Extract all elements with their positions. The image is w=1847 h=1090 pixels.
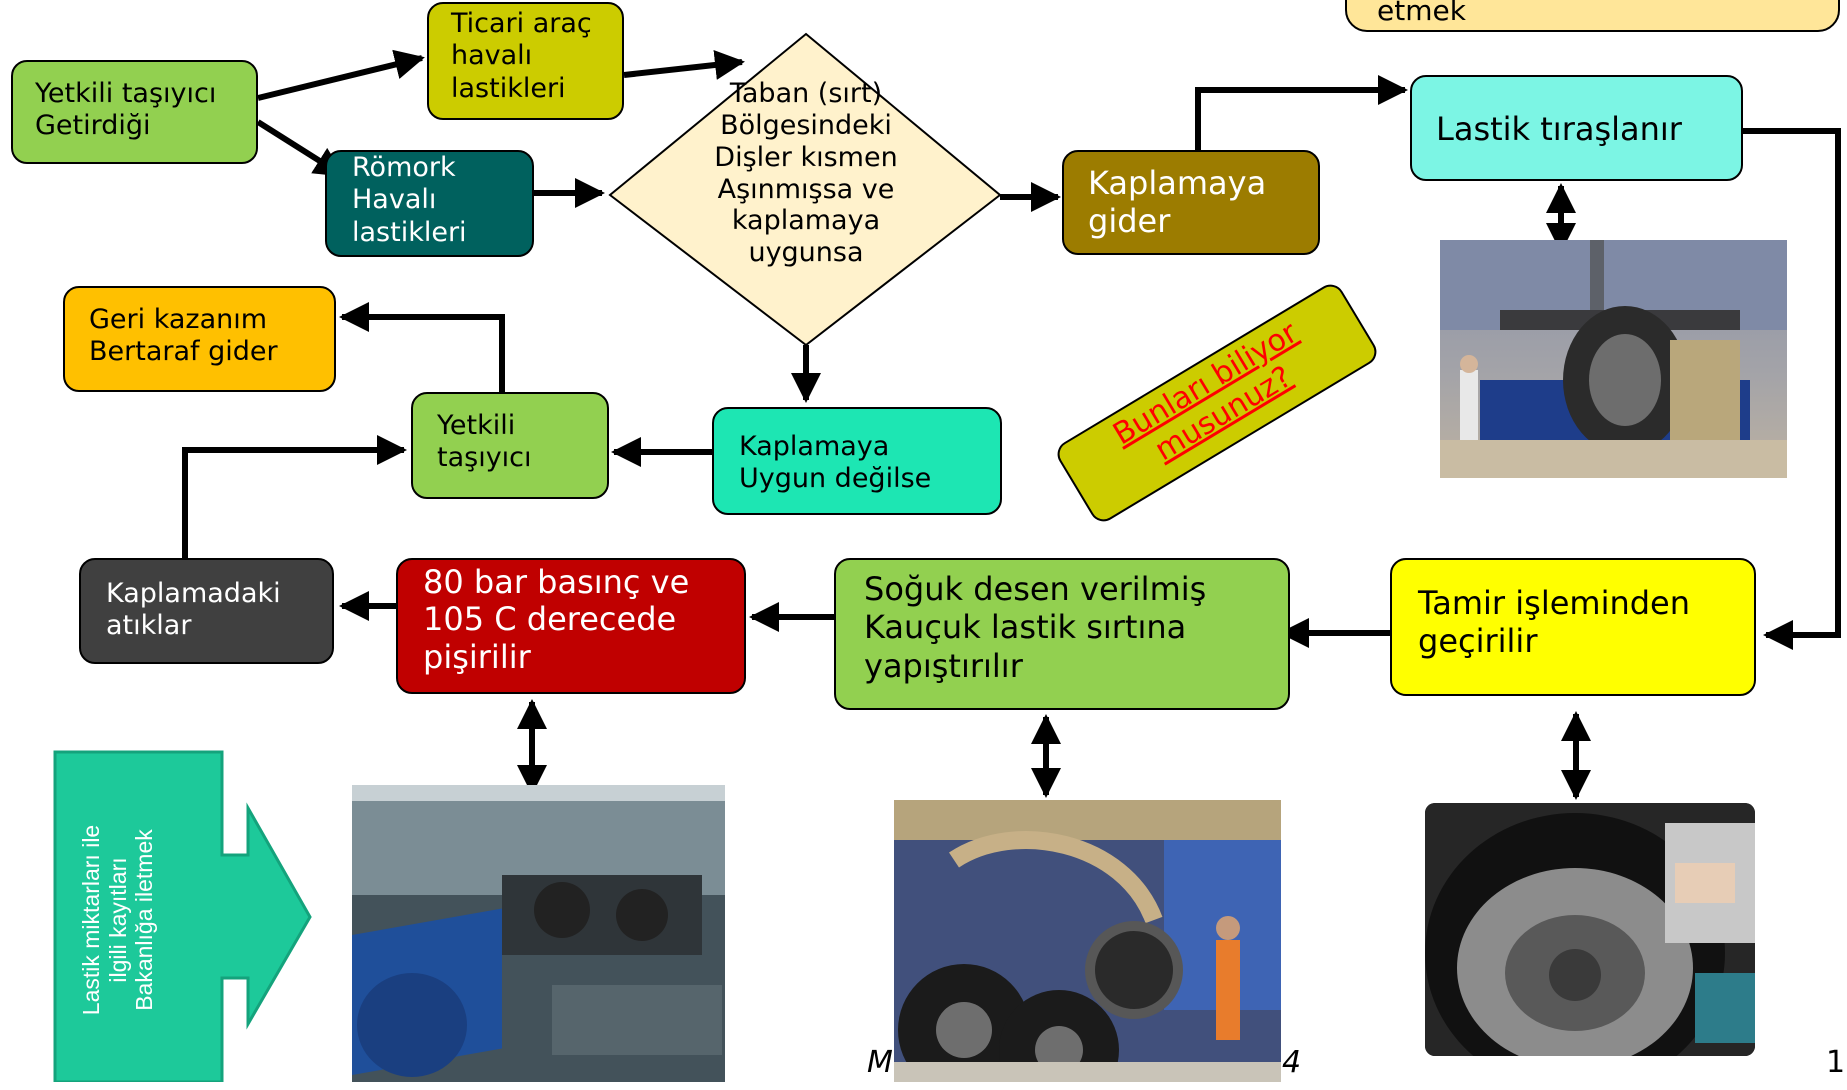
top-note-box: etmek xyxy=(1345,0,1840,32)
side-note-arrow-shape xyxy=(53,750,312,1082)
node-line: Havalı xyxy=(352,184,437,216)
node-line: Römork xyxy=(352,152,456,183)
footer-left-fragment: M xyxy=(867,1045,893,1080)
node-kaplamaya-gider: Kaplamaya gider xyxy=(1062,150,1320,255)
node-line: geçirilir xyxy=(1418,622,1538,661)
arrow-yetkili-to-geri xyxy=(339,302,505,392)
footer-right-fragment: 4 xyxy=(1282,1045,1302,1080)
decision-line: Taban (sırt) xyxy=(729,78,883,109)
node-line: Yetkili xyxy=(437,410,516,441)
top-note-text: etmek xyxy=(1377,0,1466,28)
node-line: Kaplamaya xyxy=(739,431,890,462)
node-line: havalı xyxy=(451,40,533,72)
node-geri-kazanim: Geri kazanım Bertaraf gider xyxy=(63,286,336,392)
node-pisirilir: 80 bar basınç ve 105 C derecede pişirili… xyxy=(396,558,746,694)
decision-line: Dişler kısmen xyxy=(714,141,898,173)
node-line: Tamir işleminden xyxy=(1418,584,1691,622)
tread-application-illustration xyxy=(894,800,1281,1082)
node-line: Kaplamadaki xyxy=(106,578,281,609)
node-line: 105 C derecede xyxy=(423,600,677,639)
node-line: Geri kazanım xyxy=(89,304,268,335)
node-line: Ticari araç xyxy=(451,8,592,39)
node-soguk-desen: Soğuk desen verilmiş Kauçuk lastik sırtı… xyxy=(834,558,1290,710)
node-line: yapıştırılır xyxy=(864,646,1023,685)
shaving-machine-illustration xyxy=(1440,240,1787,478)
decision-label: Taban (sırt) Bölgesindeki Dişler kısmen … xyxy=(706,78,906,269)
node-line: Bertaraf gider xyxy=(89,336,278,368)
photo-tire-repair xyxy=(1425,803,1755,1056)
node-kaplamadaki-atiklar: Kaplamadaki atıklar xyxy=(79,558,334,664)
node-line: atıklar xyxy=(106,610,192,642)
decision-line: kaplamaya xyxy=(731,205,881,237)
node-line: pişirilir xyxy=(423,637,531,676)
node-line: Kauçuk lastik sırtına xyxy=(864,608,1187,647)
side-note-line: Lastik miktarları ile xyxy=(78,824,105,1016)
node-lastik-tiraslanir: Lastik tıraşlanır xyxy=(1410,75,1743,181)
arrow-tiras-to-tamir xyxy=(1743,128,1841,650)
decision-line: Aşınmışsa ve xyxy=(717,173,895,205)
node-line: Soğuk desen verilmiş xyxy=(864,570,1207,608)
side-note-line: Bakanlığa iletmek xyxy=(131,829,158,1011)
arrow-atiklar-to-yetkili xyxy=(182,435,407,558)
curing-room-illustration xyxy=(352,785,725,1082)
node-line: Lastik tıraşlanır xyxy=(1436,110,1682,148)
node-yetkili-getirdigi: Yetkili taşıyıcı Getirdiği xyxy=(11,60,258,164)
side-note-text: Lastik miktarları ile ilgili kayıtları B… xyxy=(38,750,198,1090)
decision-line: Bölgesindeki xyxy=(720,109,892,141)
node-ticari-arac: Ticari araç havalı lastikleri xyxy=(427,2,624,120)
side-note-line: ilgili kayıtları xyxy=(104,857,131,983)
node-line: Yetkili taşıyıcı xyxy=(35,78,217,109)
node-line: gider xyxy=(1088,202,1171,241)
arrow-ticari-to-decision xyxy=(623,50,745,80)
arrow-to-ticari xyxy=(257,49,425,101)
decision-line: uygunsa xyxy=(748,237,864,269)
node-uygun-degilse: Kaplamaya Uygun değilse xyxy=(712,407,1002,515)
node-line: lastikleri xyxy=(451,72,566,104)
photo-curing-room xyxy=(352,785,725,1082)
photo-tread-application xyxy=(894,800,1281,1082)
arrow-gider-to-tiras xyxy=(1195,75,1408,150)
node-yetkili-tasiyici: Yetkili taşıyıcı xyxy=(411,392,609,499)
page-number-fragment: 1 xyxy=(1826,1045,1846,1080)
node-romork: Römork Havalı lastikleri xyxy=(325,150,534,257)
node-line: lastikleri xyxy=(352,216,467,248)
node-line: Uygun değilse xyxy=(739,463,932,495)
tire-repair-illustration xyxy=(1425,803,1755,1056)
node-line: Kaplamaya xyxy=(1088,164,1267,202)
node-tamir: Tamir işleminden geçirilir xyxy=(1390,558,1756,696)
node-line: 80 bar basınç ve xyxy=(423,563,690,601)
decision-diamond-shape xyxy=(608,32,1002,347)
node-line: taşıyıcı xyxy=(437,442,532,474)
photo-tire-shaving-machine xyxy=(1440,240,1787,478)
node-line: Getirdiği xyxy=(35,110,151,142)
